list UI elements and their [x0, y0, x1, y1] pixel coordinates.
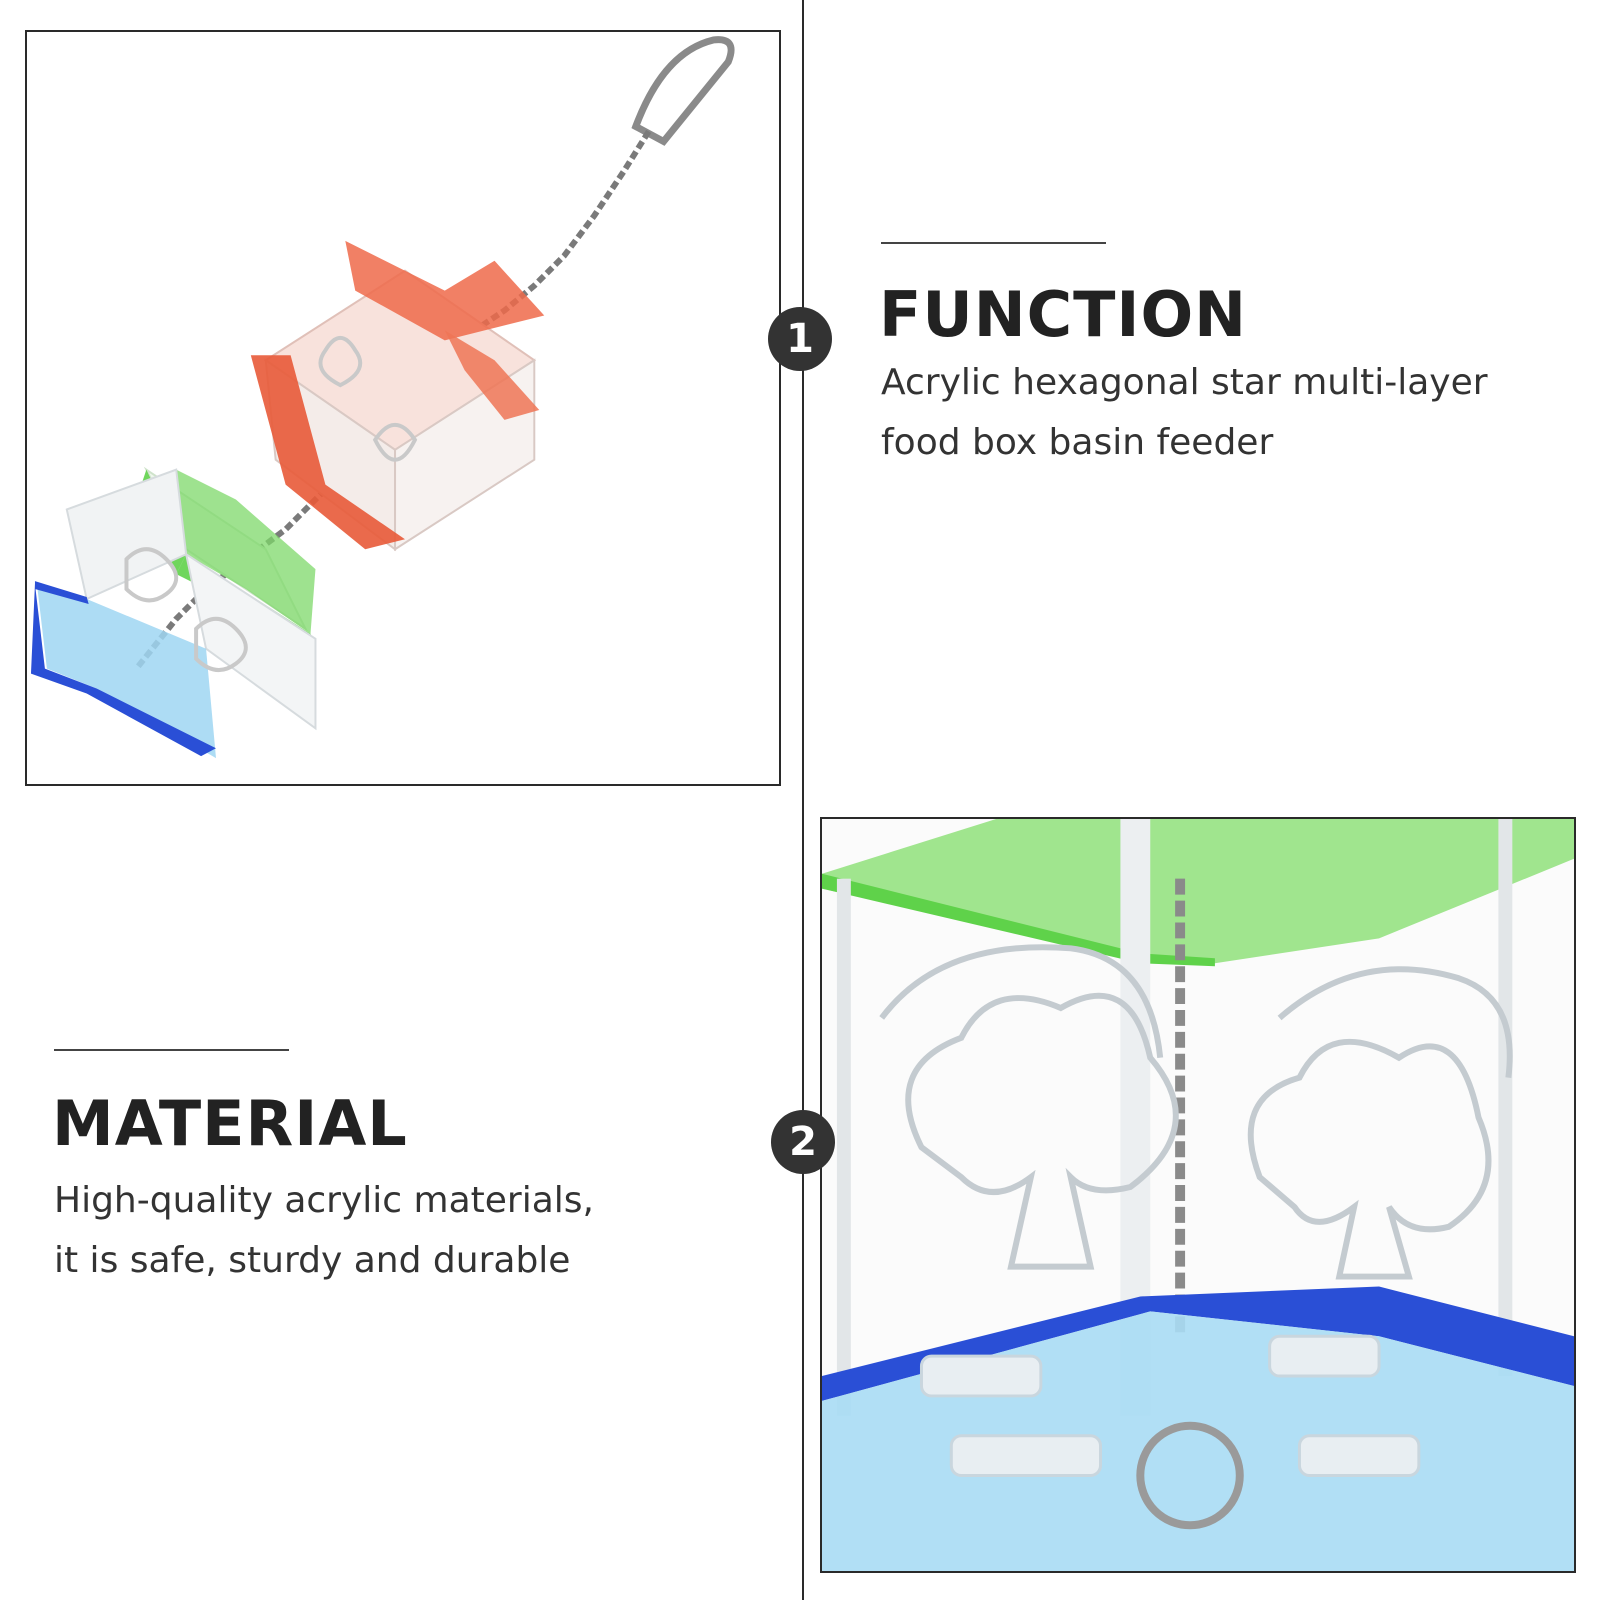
material-divider	[54, 1049, 289, 1051]
material-description-line: High-quality acrylic materials,	[54, 1180, 594, 1221]
blue-bottom-plate	[822, 1286, 1574, 1401]
closeup-illustration	[822, 819, 1574, 1571]
material-heading: MATERIAL	[52, 1087, 408, 1160]
material-description: High-quality acrylic materials, it is sa…	[54, 1171, 594, 1291]
spade-icon	[318, 335, 363, 388]
club-icon	[124, 547, 179, 603]
center-divider-line	[802, 0, 804, 1600]
step-badge-1: 1	[768, 307, 832, 371]
orange-layer-box	[250, 240, 545, 552]
function-description-line: Acrylic hexagonal star multi-layer	[881, 362, 1488, 403]
product-photo-full-feeder	[25, 30, 781, 786]
carabiner-hook-icon	[631, 36, 735, 146]
club-icon	[905, 992, 1179, 1270]
blue-layer-box	[30, 581, 216, 759]
function-description: Acrylic hexagonal star multi-layer food …	[881, 353, 1488, 473]
club-icon	[1247, 1038, 1492, 1280]
function-description-line: food box basin feeder	[881, 422, 1274, 463]
ring-icon	[1136, 1421, 1244, 1530]
step-badge-2: 2	[771, 1110, 835, 1174]
heart-icon	[372, 422, 418, 462]
feeder-illustration	[30, 36, 735, 759]
material-description-line: it is safe, sturdy and durable	[54, 1240, 571, 1281]
chain-icon	[444, 129, 652, 339]
function-divider	[881, 242, 1106, 244]
product-photo-closeup	[820, 817, 1576, 1573]
function-heading: FUNCTION	[879, 278, 1248, 351]
club-icon	[194, 616, 248, 672]
symbol-cutouts	[124, 335, 418, 672]
